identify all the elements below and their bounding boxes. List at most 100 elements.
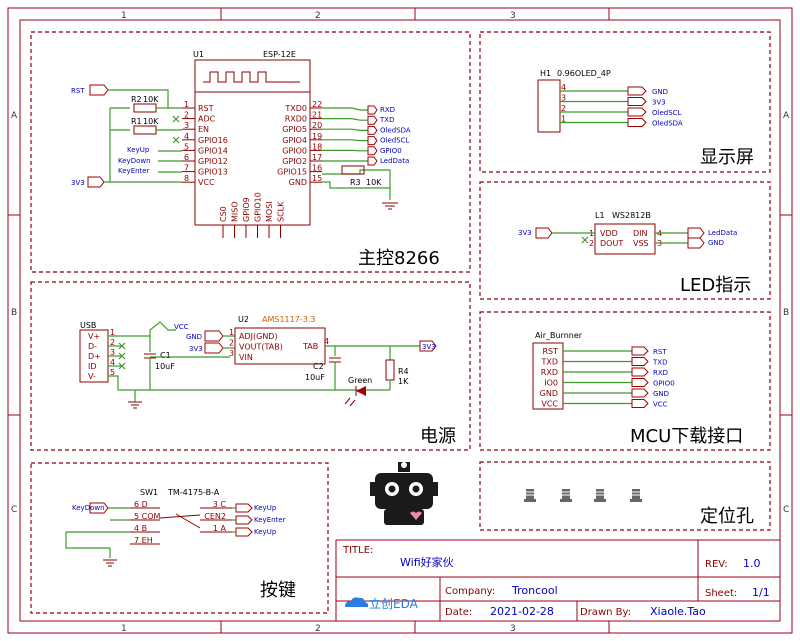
download-net-label: RST	[653, 348, 667, 356]
c2-ref: C2	[313, 362, 324, 371]
u1-pin-name: GPIO16	[198, 136, 228, 145]
l1-vdd: VDD	[600, 229, 618, 238]
hole-icon	[632, 489, 640, 499]
grid-row-b: B	[11, 308, 17, 318]
u1-pin-num: 20	[312, 121, 322, 130]
section-download	[479, 311, 771, 451]
u2-tab: TAB	[302, 342, 318, 351]
usb-ref: USB	[80, 321, 96, 330]
keyup-net: KeyUp	[127, 146, 150, 154]
download-part: Air_Burnner	[535, 331, 583, 340]
r4-ref: R4	[398, 367, 409, 376]
usb-pin-num: 5	[110, 368, 115, 377]
sw-net-label: KeyEnter	[254, 516, 286, 524]
led-diode	[356, 386, 366, 396]
sw-pin-label: CEN2	[204, 512, 226, 521]
u1-pin-name: GPIO14	[198, 146, 228, 155]
label-mcu: 主控8266	[358, 248, 440, 269]
l1-din: DIN	[633, 229, 648, 238]
date-value: 2021-02-28	[490, 605, 554, 618]
u1-pin-num: 3	[184, 121, 189, 130]
h1-part: 0.96OLED_4P	[557, 69, 611, 78]
u1-pin-num: 7	[184, 164, 189, 173]
u1-bottom-pin-name: SCLK	[277, 201, 286, 222]
u1-pin-num: 19	[312, 132, 322, 141]
r1-resistor	[133, 125, 157, 135]
r2-val: 10K	[143, 95, 159, 104]
keydown-net: KeyDown	[118, 157, 151, 165]
u1-right-net-label: TXD	[379, 116, 394, 124]
h1-pin-num: 4	[561, 83, 566, 92]
u1-pin-num: 6	[184, 153, 189, 162]
u1-pin-num: 4	[184, 132, 189, 141]
sw-pin-label: 6 D	[134, 500, 148, 509]
u2-gnd-net: GND	[186, 333, 202, 341]
l1-ws2812b: L1 WS2812B VDD DOUT DIN VSS 1 2 4 3 3V3 …	[518, 211, 737, 255]
sheet-label: Sheet:	[705, 588, 737, 599]
rev-label: REV:	[705, 559, 728, 570]
r1-ref: R1	[131, 117, 142, 126]
u1-pin-name: EN	[198, 125, 209, 134]
u2-pin-num: 3	[229, 349, 234, 358]
download-pin-name: TXD	[540, 358, 558, 367]
u1-part: ESP-12E	[263, 50, 296, 59]
u1-pin-name: GPIO5	[282, 125, 307, 134]
usb-pin-num: 3	[110, 348, 115, 357]
u2-pin-name: ADJ(GND)	[239, 332, 278, 341]
u1-3v3-label: 3V3	[71, 179, 85, 187]
l1-dout: DOUT	[600, 239, 623, 248]
label-keys: 按键	[260, 580, 296, 601]
u1-pin-num: 15	[312, 174, 322, 183]
sw-pin-label: 4 B	[134, 524, 147, 533]
r3-resistor	[341, 165, 365, 175]
grid-col-1-bottom: 1	[121, 624, 127, 634]
u2-tab-num: 4	[324, 337, 329, 346]
download-net-label: GND	[653, 390, 669, 398]
l1-3v3: 3V3	[518, 229, 532, 237]
grid-row-c: C	[11, 505, 17, 515]
u1-bottom-pin-name: MOSI	[265, 201, 274, 222]
u1-pin-num: 8	[184, 174, 189, 183]
u1-pin-num: 18	[312, 142, 322, 151]
u1-right-net-label: OledSDA	[380, 126, 411, 134]
u1-right-net-label: OledSCL	[380, 137, 410, 145]
u1-pin-name: GPIO12	[198, 157, 228, 166]
sw-net-label: KeyUp	[254, 528, 277, 536]
usb-pin-name: V-	[88, 372, 96, 381]
drawn-value: Xiaole.Tao	[650, 605, 706, 618]
u1-pin-num: 17	[312, 153, 322, 162]
r4-resistor	[385, 359, 395, 381]
grid-col-2-bottom: 2	[315, 624, 321, 634]
h1-net-label: OledSDA	[652, 120, 683, 128]
download-pin-name: GND	[540, 389, 558, 398]
sw-pin-label: 5 COM	[134, 512, 161, 521]
u1-pin-name: GPIO15	[277, 168, 307, 177]
usb-pin-num: 1	[110, 328, 115, 337]
drawn-label: Drawn By:	[580, 607, 631, 618]
u1-pin-name: GPIO4	[282, 136, 307, 145]
l1-gnd: GND	[708, 239, 724, 247]
usb-pin-name: ID	[88, 362, 97, 371]
u1-pin-num: 21	[312, 111, 322, 120]
vcc-net: VCC	[174, 323, 189, 331]
u1-pin-num: 5	[184, 142, 189, 151]
grid-col-2: 2	[315, 11, 321, 21]
mounting-holes	[524, 489, 642, 502]
download-pin-name: IO0	[544, 379, 558, 388]
sw1-ref: SW1	[140, 488, 158, 497]
section-mcu	[30, 31, 471, 273]
u1-pin-name: GPIO0	[282, 146, 307, 155]
u1-pin-name: RST	[198, 104, 214, 113]
grid-col-1: 1	[121, 11, 127, 21]
l1-part: WS2812B	[612, 211, 651, 220]
u1-pin-name: TXD0	[284, 104, 307, 113]
led-label: Green	[348, 376, 372, 385]
title-label: TITLE:	[342, 545, 373, 556]
h1-net-label: GND	[652, 88, 668, 96]
u1-right-net-label: LedData	[380, 157, 409, 165]
